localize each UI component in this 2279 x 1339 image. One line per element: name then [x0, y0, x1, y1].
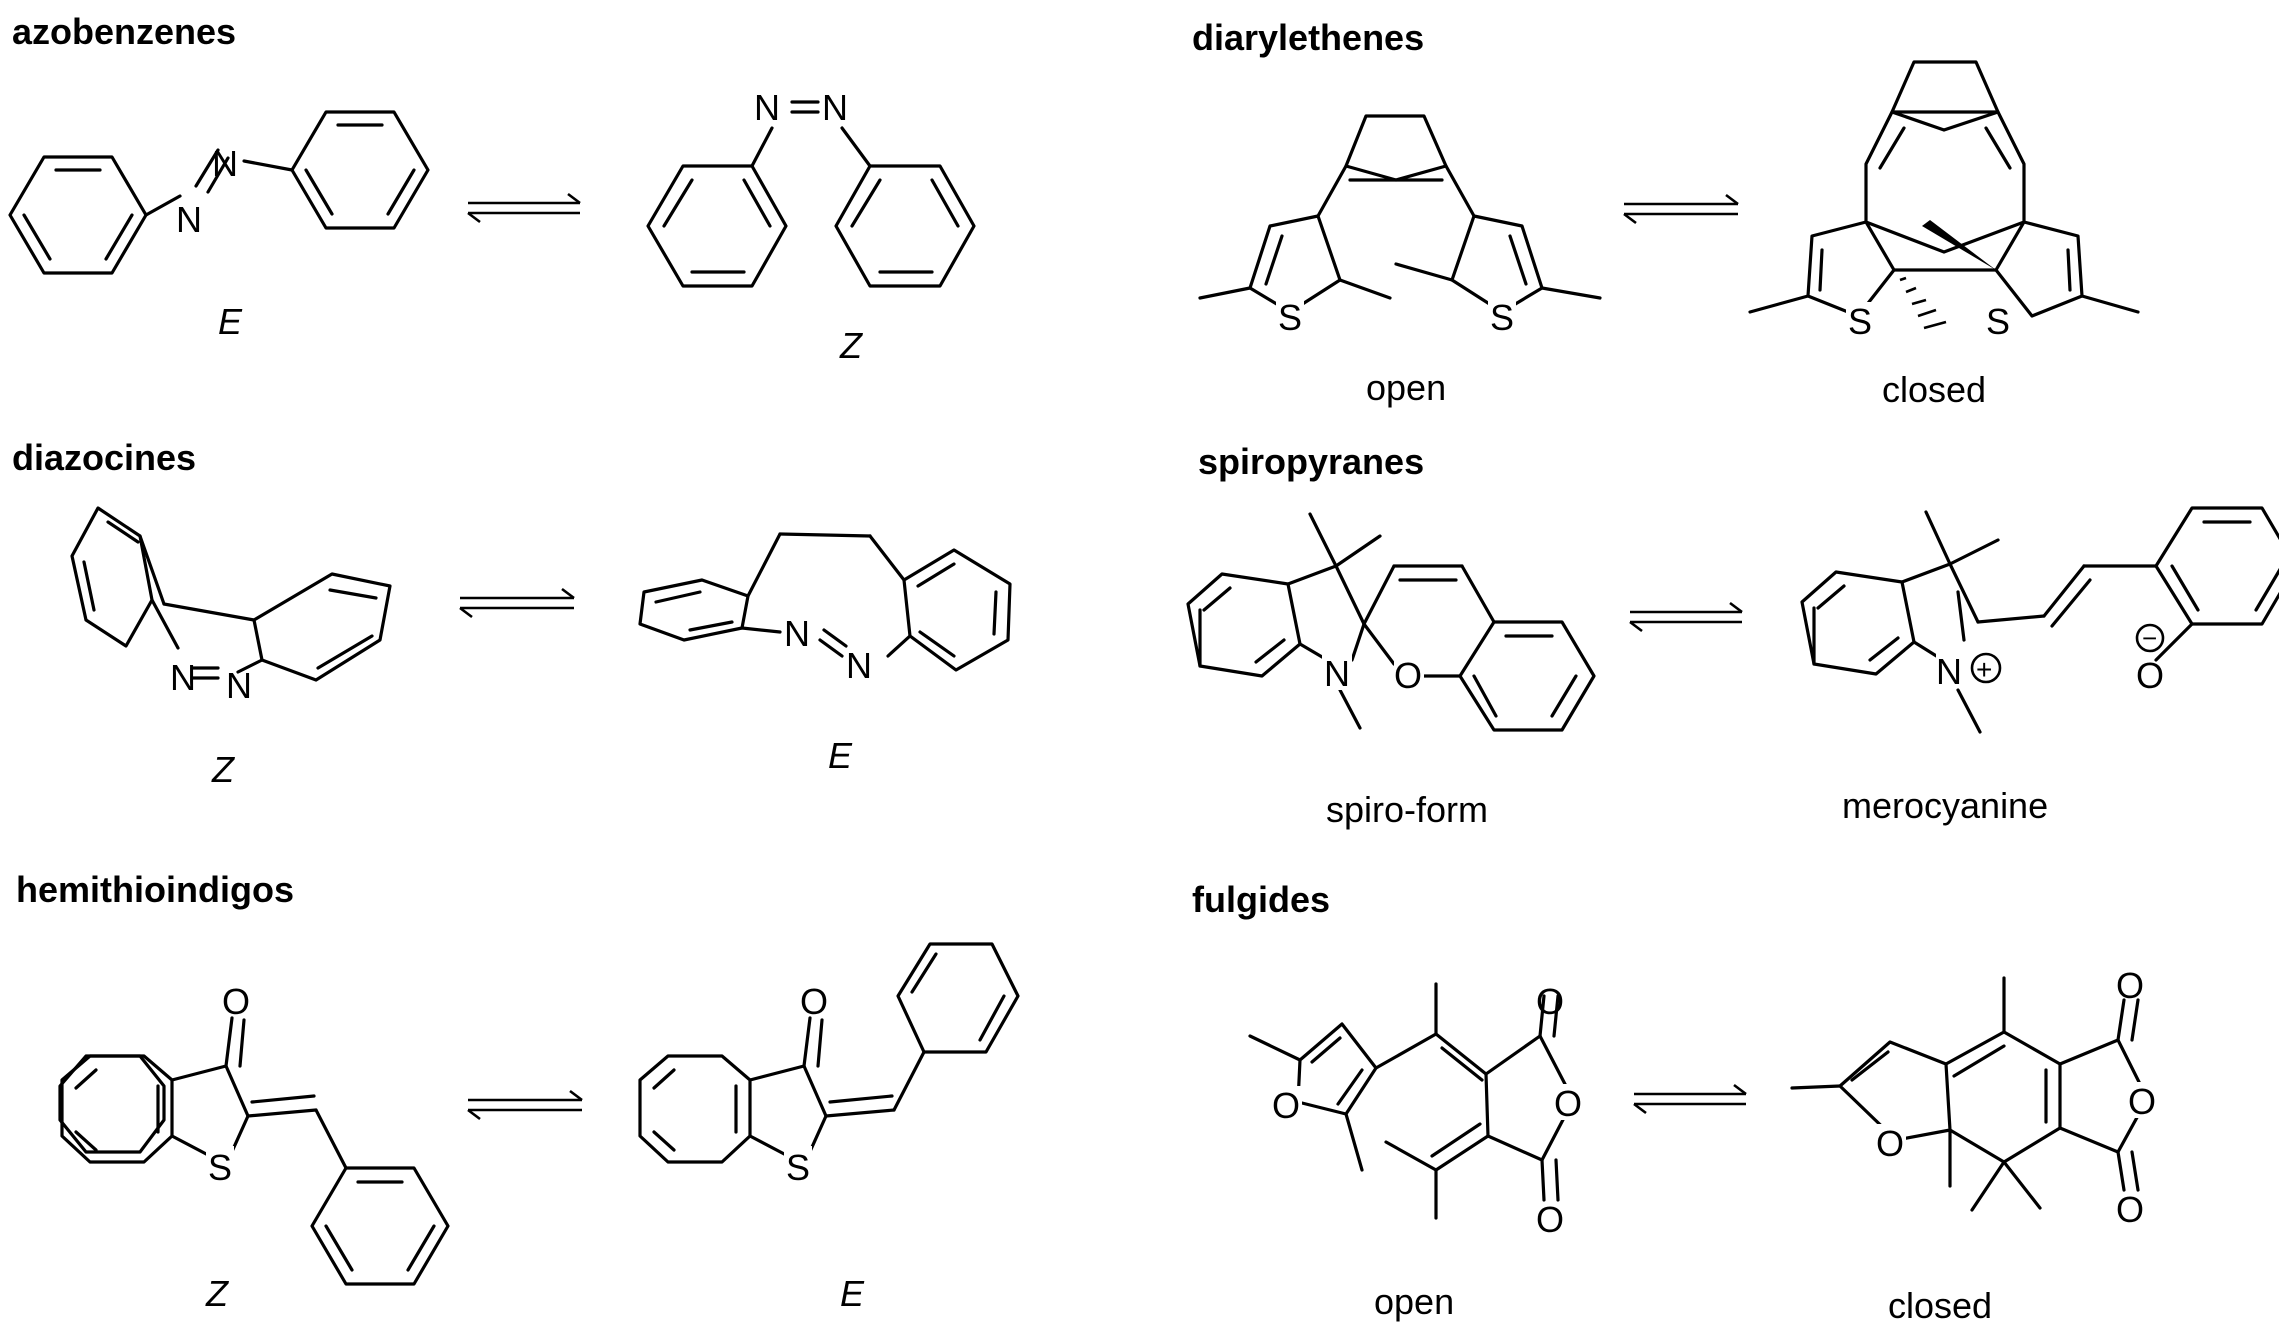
atom-oxygen: O	[1536, 1199, 1564, 1240]
diarylethene-closed-structure: S S	[1748, 60, 2140, 342]
state-label-e-azobenzene: E	[218, 301, 243, 342]
form-label-fulgide-closed: closed	[1888, 1285, 1992, 1326]
form-label-spiro-form: spiro-form	[1326, 789, 1488, 830]
diarylethene-open-structure: S S	[1198, 114, 1602, 338]
form-label-merocyanine: merocyanine	[1842, 785, 2048, 826]
panel-title-diazocines: diazocines	[12, 437, 196, 478]
equilibrium-arrows-diarylethene	[1623, 193, 1739, 225]
form-label-diarylethene-open: open	[1366, 367, 1446, 408]
panel-hemithioindigos: hemithioindigos S O Z	[16, 869, 1020, 1314]
equilibrium-arrows-azobenzene	[467, 192, 581, 224]
atom-oxygen: O	[222, 981, 250, 1022]
equilibrium-arrows-fulgide	[1633, 1083, 1747, 1115]
e-diazocine-structure: N N	[638, 532, 1012, 686]
atom-oxygen: O	[2128, 1081, 2156, 1122]
atom-oxygen: O	[1876, 1123, 1904, 1164]
atom-oxygen: O	[2116, 965, 2144, 1006]
atom-oxygen: O	[1536, 981, 1564, 1022]
atom-nitrogen: N	[784, 613, 810, 654]
equilibrium-arrows-spiropyran	[1629, 601, 1743, 633]
spiropyran-structure: N O	[1186, 512, 1596, 732]
panel-title-hemithioindigos: hemithioindigos	[16, 869, 294, 910]
state-label-e-diazocine: E	[828, 735, 853, 776]
panel-title-azobenzenes: azobenzenes	[12, 11, 236, 52]
atom-nitrogen: N	[170, 657, 196, 698]
fulgide-open-structure: O O O O	[1248, 981, 1584, 1240]
z-azobenzene-structure: N N	[646, 87, 976, 288]
panel-fulgides: fulgides	[1192, 879, 2158, 1326]
equilibrium-arrows-hemithioindigo	[467, 1089, 583, 1121]
atom-nitrogen: N	[1936, 651, 1962, 692]
atom-oxygen: O	[1554, 1083, 1582, 1124]
atom-nitrogen: N	[846, 645, 872, 686]
atom-sulfur: S	[1278, 297, 1302, 338]
panel-diarylethenes: diarylethenes S S open	[1192, 17, 2140, 410]
atom-nitrogen: N	[176, 199, 202, 240]
panel-title-diarylethenes: diarylethenes	[1192, 17, 1424, 58]
atom-sulfur: S	[208, 1147, 232, 1188]
state-label-e-hemithioindigo: E	[840, 1273, 865, 1314]
atom-nitrogen: N	[754, 87, 780, 128]
atom-sulfur: S	[1848, 301, 1872, 342]
atom-nitrogen: N	[1324, 653, 1350, 694]
form-label-diarylethene-closed: closed	[1882, 369, 1986, 410]
atom-sulfur: S	[1986, 301, 2010, 342]
panel-title-spiropyranes: spiropyranes	[1198, 441, 1424, 482]
state-label-z-hemithioindigo: Z	[205, 1273, 229, 1314]
form-label-fulgide-open: open	[1374, 1281, 1454, 1322]
atom-oxygen: O	[2136, 655, 2164, 696]
atom-nitrogen: N	[822, 87, 848, 128]
atom-oxygen: O	[800, 981, 828, 1022]
positive-charge: +	[1976, 654, 1992, 685]
panel-spiropyranes: spiropyranes N O	[1186, 441, 2279, 830]
panel-title-fulgides: fulgides	[1192, 879, 1330, 920]
z-hemithioindigo-structure: S O	[58, 981, 450, 1286]
atom-oxygen: O	[1394, 655, 1422, 696]
merocyanine-structure: N + − O	[1800, 506, 2279, 734]
e-hemithioindigo-structure: S O	[638, 942, 1020, 1188]
atom-oxygen: O	[2116, 1189, 2144, 1230]
panel-azobenzenes: azobenzenes N N E	[8, 11, 976, 366]
z-diazocine-structure: N N	[70, 506, 392, 706]
atom-sulfur: S	[1490, 297, 1514, 338]
panel-diazocines: diazocines N N Z	[12, 437, 1012, 790]
state-label-z-diazocine: Z	[211, 749, 235, 790]
equilibrium-arrows-diazocine	[459, 587, 575, 619]
e-azobenzene-structure: N N	[8, 110, 430, 275]
atom-nitrogen: N	[226, 665, 252, 706]
atom-sulfur: S	[786, 1147, 810, 1188]
state-label-z-azobenzene: Z	[839, 325, 863, 366]
negative-charge: −	[2142, 623, 2157, 653]
fulgide-closed-structure: O O O O	[1790, 965, 2158, 1230]
atom-nitrogen: N	[212, 143, 238, 184]
atom-oxygen: O	[1272, 1085, 1300, 1126]
